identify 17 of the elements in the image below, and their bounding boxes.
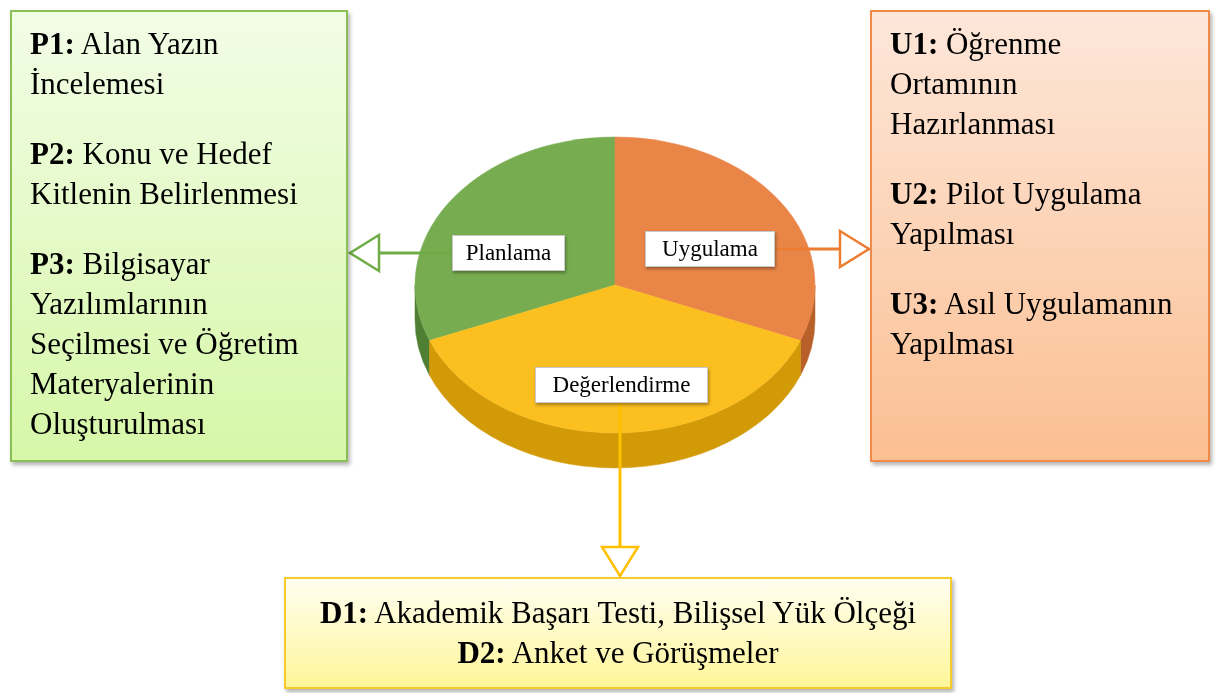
arrow	[775, 229, 871, 269]
slice-label: Planlama	[452, 235, 565, 271]
text-box	[10, 10, 348, 462]
list-item: P2: Konu ve Hedef Kitlenin Belirlenmesi	[30, 135, 299, 213]
slice-label: Değerlendirme	[535, 367, 708, 403]
text-box	[870, 10, 1210, 462]
arrow	[600, 403, 640, 578]
list-item: U1: Öğrenme Ortamının Hazırlanması	[890, 25, 1063, 143]
list-item: P1: Alan Yazın İncelemesi	[30, 25, 220, 103]
list-item: U3: Asıl Uygulamanın Yapılması	[890, 285, 1174, 363]
text-box	[284, 577, 952, 689]
slice-label: Uygulama	[645, 231, 775, 267]
list-item: P3: Bilgisayar Yazılımlarının Seçilmesi ve Öğretim Materyalerinin Oluşturulması	[30, 245, 300, 443]
list-item: D2: Anket ve Görüşmeler	[456, 634, 780, 672]
list-item: D1: Akademik Başarı Testi, Bilişsel Yük Ölçeği	[318, 594, 918, 632]
arrow	[348, 233, 452, 273]
list-item: U2: Pilot Uygulama Yapılması	[890, 175, 1143, 253]
